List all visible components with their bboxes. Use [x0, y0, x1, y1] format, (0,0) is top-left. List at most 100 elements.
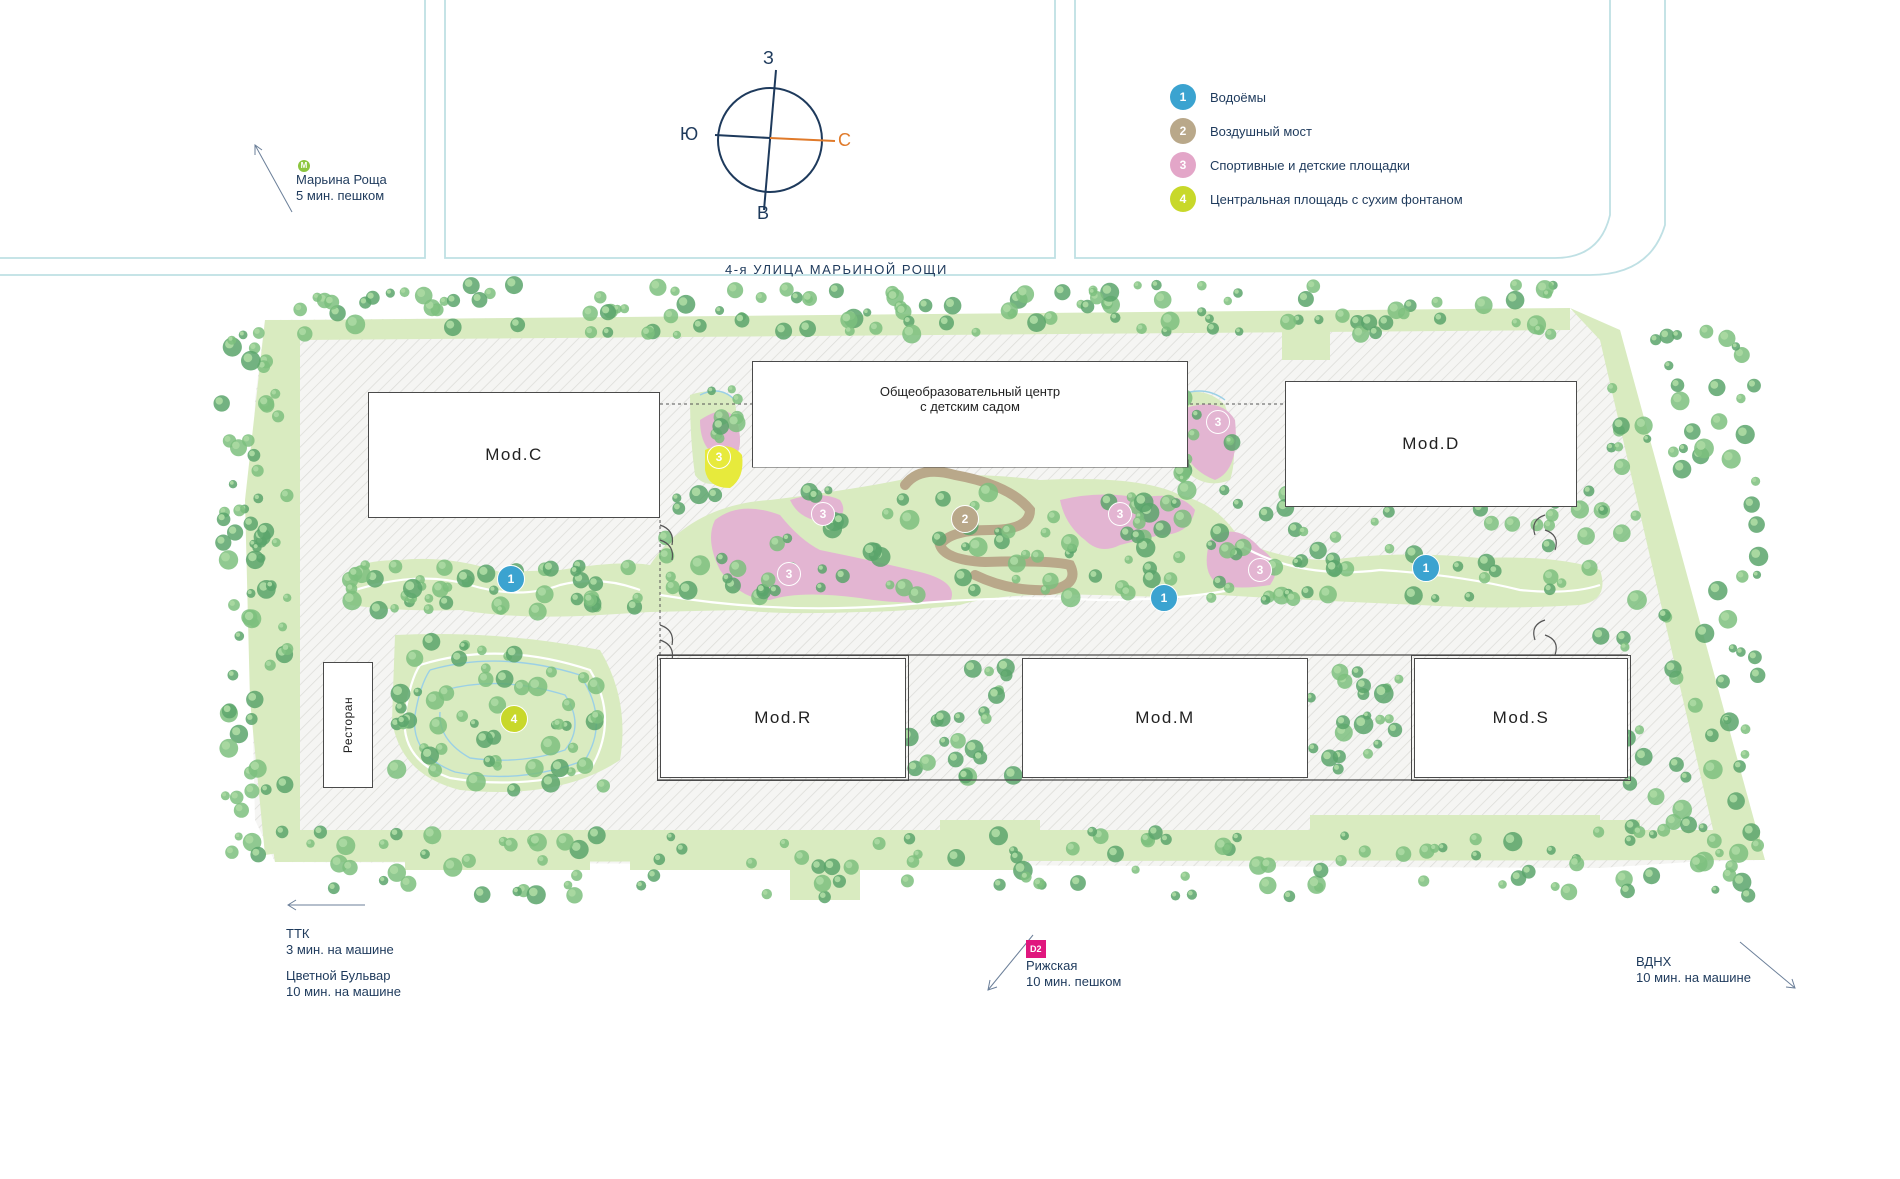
tree-highlight — [315, 827, 322, 834]
tree-highlight — [421, 850, 426, 855]
water-marker[interactable]: 1 — [1150, 584, 1178, 612]
tree-highlight — [1293, 558, 1299, 564]
sport-marker[interactable]: 3 — [777, 562, 801, 586]
tree-highlight — [1056, 286, 1064, 294]
destination-vdnh[interactable]: ВДНХ 10 мин. на машине — [1636, 954, 1751, 986]
tree-highlight — [1175, 466, 1184, 475]
tree-highlight — [908, 856, 914, 863]
tree-highlight — [482, 664, 487, 669]
tree-highlight — [460, 642, 465, 647]
tree-highlight — [1751, 549, 1761, 558]
legend-item-water: 1 Водоёмы — [1170, 80, 1463, 114]
building-mod-c[interactable]: Mod.C — [368, 392, 660, 518]
bridge-marker[interactable]: 2 — [951, 505, 979, 533]
tree-highlight — [1208, 324, 1214, 330]
tree-highlight — [1003, 525, 1010, 533]
building-mod-s[interactable]: Mod.S — [1411, 655, 1631, 781]
tree-highlight — [258, 361, 265, 368]
building-mod-m[interactable]: Mod.M — [1022, 658, 1308, 778]
water-marker[interactable]: 1 — [1412, 554, 1440, 582]
sport-marker[interactable]: 3 — [1248, 558, 1272, 582]
tree-highlight — [530, 679, 540, 688]
plaza-marker[interactable]: 4 — [500, 705, 528, 733]
tree-highlight — [272, 539, 277, 544]
tree-highlight — [1333, 665, 1342, 674]
building-restaurant[interactable]: Ресторан — [323, 662, 373, 788]
destination-ttk[interactable]: ТТК 3 мин. на машине Цветной Бульвар 10 … — [286, 926, 401, 1000]
tree-highlight — [1072, 877, 1080, 885]
tree-highlight — [671, 287, 676, 292]
destination-rizhskaya[interactable]: D2 Рижская 10 мин. пешком — [1026, 940, 1121, 990]
tree-highlight — [1010, 847, 1015, 852]
tree-highlight — [660, 550, 668, 557]
tree-highlight — [637, 881, 642, 887]
tree-highlight — [1706, 730, 1713, 737]
sport-marker[interactable]: 3 — [1108, 502, 1132, 526]
tree-highlight — [1741, 751, 1746, 756]
tree-highlight — [1485, 517, 1493, 525]
building-school[interactable]: Общеобразовательный центр с детским садо… — [752, 361, 1188, 467]
tree-highlight — [249, 450, 255, 457]
tree-highlight — [1753, 571, 1758, 576]
tree-highlight — [1752, 477, 1757, 482]
tree-highlight — [1737, 648, 1742, 653]
tree-highlight — [1137, 324, 1143, 330]
legend-marker-2: 2 — [1170, 118, 1196, 144]
tree-highlight — [463, 855, 470, 862]
tree-highlight — [1745, 498, 1754, 506]
tree-highlight — [729, 416, 738, 425]
tree-highlight — [248, 693, 257, 701]
tree-highlight — [1261, 596, 1267, 601]
tree-highlight — [1615, 460, 1624, 469]
tree-highlight — [273, 411, 279, 418]
building-mod-d[interactable]: Mod.D — [1285, 381, 1577, 507]
tree-highlight — [1198, 282, 1203, 287]
tree-highlight — [1729, 794, 1738, 803]
tree-highlight — [508, 784, 515, 791]
tree-highlight — [579, 673, 585, 679]
tree-highlight — [643, 328, 649, 334]
tree-highlight — [248, 552, 257, 562]
metro-marina-roscha[interactable]: М Марьина Роща 5 мин. пешком — [296, 156, 387, 204]
tree-highlight — [837, 570, 844, 578]
tree-highlight — [1751, 669, 1759, 677]
tree-highlight — [1477, 298, 1485, 307]
tree-highlight — [484, 757, 490, 763]
tree-highlight — [476, 888, 484, 896]
tree-highlight — [998, 660, 1008, 670]
legend-marker-3: 3 — [1170, 152, 1196, 178]
tree-highlight — [1607, 443, 1613, 449]
building-mod-r[interactable]: Mod.R — [657, 655, 909, 781]
sport-marker[interactable]: 3 — [707, 445, 731, 469]
tree-highlight — [1697, 626, 1707, 635]
map-legend: 1 Водоёмы 2 Воздушный мост 3 Спортивные … — [1170, 80, 1463, 216]
tree-highlight — [1407, 547, 1416, 556]
tree-highlight — [1127, 493, 1133, 498]
tree-highlight — [1571, 858, 1578, 865]
tree-highlight — [217, 536, 225, 544]
tree-highlight — [897, 305, 905, 313]
tree-highlight — [1710, 381, 1719, 389]
sport-marker[interactable]: 3 — [1206, 410, 1230, 434]
legend-item-sport: 3 Спортивные и детские площадки — [1170, 148, 1463, 182]
tree-highlight — [665, 310, 673, 318]
water-marker[interactable]: 1 — [497, 565, 525, 593]
tree-highlight — [563, 699, 570, 706]
tree-highlight — [543, 738, 552, 748]
tree-highlight — [584, 307, 592, 315]
tree-highlight — [1705, 762, 1715, 771]
tree-highlight — [716, 307, 721, 312]
tree-highlight — [1551, 883, 1556, 888]
tree-highlight — [1152, 281, 1158, 286]
legend-marker-1: 1 — [1170, 84, 1196, 110]
tree-highlight — [1738, 427, 1747, 437]
tree-highlight — [423, 748, 432, 757]
tree-highlight — [673, 331, 678, 336]
tree-highlight — [1689, 699, 1697, 707]
sport-marker[interactable]: 3 — [811, 502, 835, 526]
tree-highlight — [1614, 419, 1623, 428]
tree-highlight — [845, 861, 853, 869]
tree-highlight — [282, 644, 289, 650]
tree-highlight — [1544, 290, 1549, 295]
tree-highlight — [1354, 327, 1363, 336]
